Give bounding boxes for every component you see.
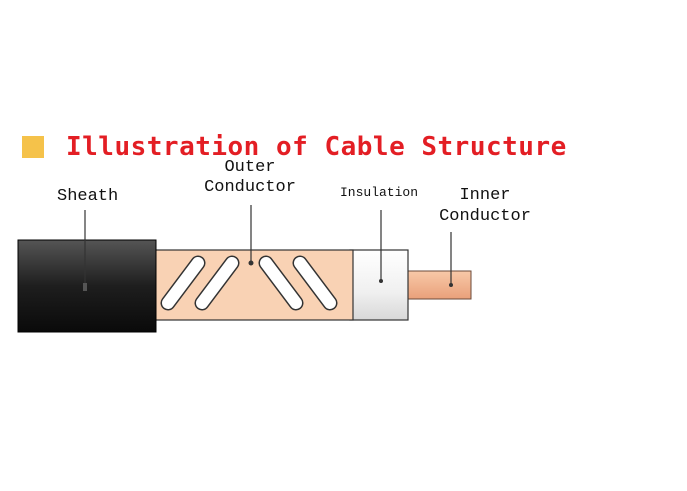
label-outer-conductor-line1: Outer — [224, 158, 276, 177]
leader-outer-conductor-dot — [248, 260, 254, 266]
leader-sheath-dot — [83, 283, 87, 291]
title-bullet-icon — [22, 136, 44, 158]
leader-insulation-dot — [379, 279, 383, 283]
label-inner-conductor-line1: Inner — [459, 186, 511, 205]
label-inner-conductor-line2: Conductor — [439, 207, 531, 226]
leader-inner-conductor-dot — [449, 283, 453, 287]
diagram-title: Illustration of Cable Structure — [66, 132, 567, 162]
label-outer-conductor: Outer Conductor — [196, 158, 304, 198]
label-sheath: Sheath — [57, 187, 119, 206]
label-inner-conductor: Inner Conductor — [430, 185, 540, 227]
braid-slots — [160, 255, 338, 311]
label-insulation: Insulation — [340, 185, 419, 200]
label-outer-conductor-line2: Conductor — [204, 178, 296, 197]
insulation — [349, 249, 409, 321]
inner-conductor — [404, 270, 472, 300]
